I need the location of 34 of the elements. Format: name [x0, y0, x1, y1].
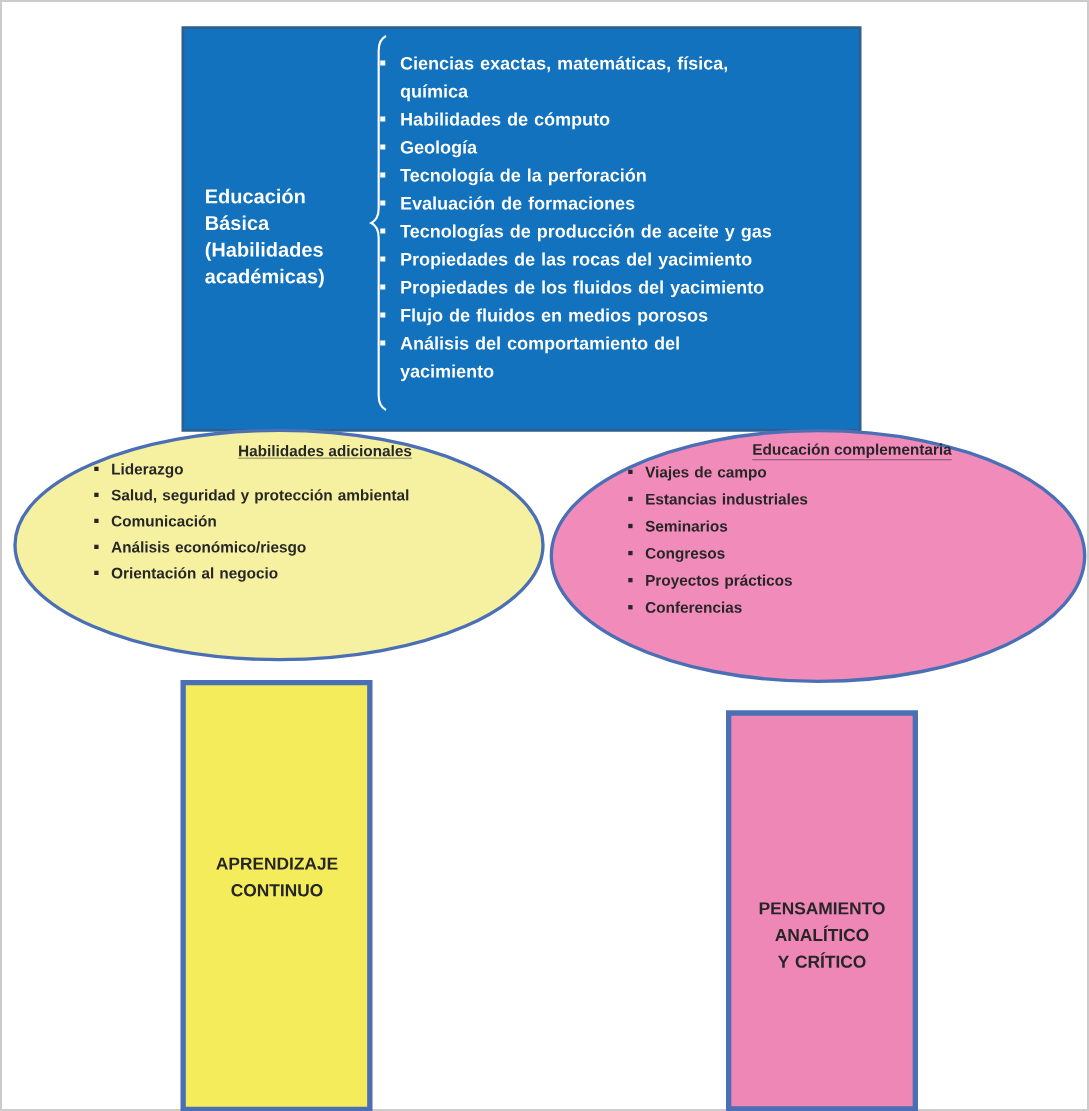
node-label: Comunicación: [111, 515, 216, 527]
heading: Habilidades adicionales: [237, 445, 413, 459]
box-label: PENSAMIENTO ANALÍTICO Y CRÍTICO: [759, 902, 885, 968]
node-label: Propiedades de los fluidos del yacimiento: [401, 280, 764, 298]
node-label: Liderazgo: [112, 463, 183, 478]
ellipse-shape: [549, 429, 1087, 683]
node-label: Congresos: [645, 547, 725, 562]
node-label: Seminarios: [645, 520, 728, 532]
node-label: Conferencias: [645, 601, 742, 613]
heading: Educación Básica (Habilidades académicas): [205, 188, 324, 288]
heading: Educación complementaria: [752, 443, 952, 460]
bullet-list: Ciencias exactas, matemáticas, física, química Habilidades de cómputo Geología Tecnología de la perforación Evaluación de formaciones Tecnologías de producción de aceite y gas Propiedades de las rocas del yacimiento Propiedades de los fluidos del yacimiento Flujo de fluidos en medios porosos Análisis del comportamiento del yacimiento: [380, 56, 772, 382]
pillar-box: [726, 710, 918, 1111]
node-label: Orientación al negocio: [111, 567, 278, 582]
box-label: APRENDIZAJE CONTINUO: [216, 857, 338, 897]
pillar-box: [180, 680, 373, 1111]
node-label: Ciencias exactas, matemáticas, física, química: [400, 56, 727, 102]
node-label: Proyectos prácticos: [646, 574, 792, 589]
node-label: Habilidades de cómputo: [401, 112, 610, 130]
node-label: Salud, seguridad y protección ambiental: [111, 489, 409, 504]
node-label: Análisis económico/riesgo: [111, 541, 306, 556]
bullet-list: Viajes de campo Estancias industriales Seminarios Congresos Proyectos prácticos Conferencias: [628, 466, 808, 613]
node-label: Estancias industriales: [646, 493, 808, 505]
node-label: Viajes de campo: [645, 466, 767, 481]
bullet-list: Liderazgo Salud, seguridad y protección ambiental Comunicación Análisis económico/riesgo Orientación al negocio: [94, 463, 409, 582]
node-label: Geología: [400, 140, 478, 158]
node-label: Tecnologías de producción de aceite y gas: [400, 224, 772, 242]
ellipse-shape: [13, 428, 545, 662]
node-label: Tecnología de la perforación: [400, 168, 646, 186]
node-label: Flujo de fluidos en medios porosos: [401, 308, 708, 326]
content-box: [181, 26, 862, 432]
node-label: Evaluación de formaciones: [401, 196, 635, 210]
node-label: Propiedades de las rocas del yacimiento: [401, 252, 752, 270]
node-label: Análisis del comportamiento del yacimiento: [400, 336, 679, 382]
